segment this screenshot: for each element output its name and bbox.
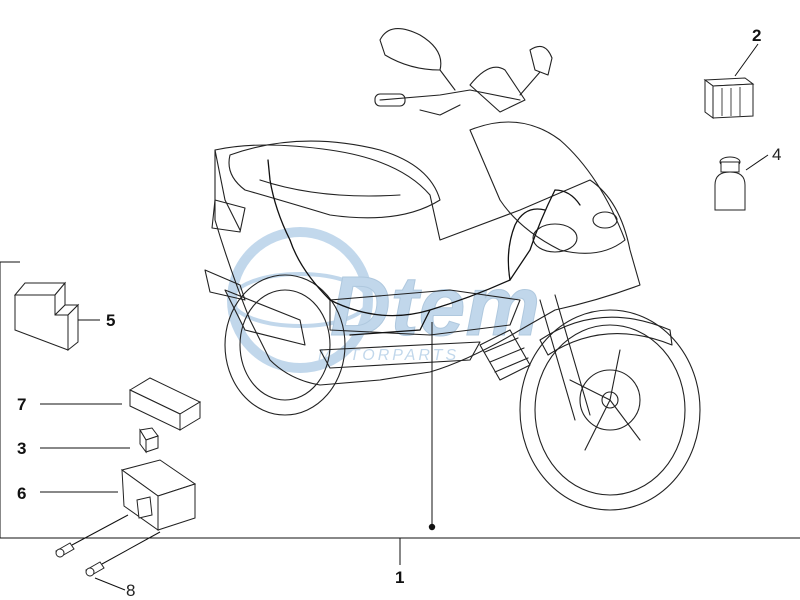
watermark-subtitle: MOTORPARTS — [318, 347, 459, 364]
part-7-flat-box — [40, 377, 202, 431]
part-3-fuse — [40, 427, 159, 454]
callout-2: 2 — [752, 26, 761, 45]
part-8-screws — [55, 514, 161, 591]
part-2-connector — [703, 43, 759, 119]
leader-1 — [428, 322, 436, 531]
assembly-bracket — [0, 261, 800, 565]
callout-4: 4 — [772, 145, 781, 164]
callout-3: 3 — [17, 439, 26, 458]
wiring-harness — [267, 159, 581, 336]
callout-6: 6 — [17, 484, 26, 503]
part-6-fuse-box — [40, 459, 197, 531]
part-5-rubber-block — [13, 281, 100, 352]
scooter-drawing — [204, 28, 701, 511]
callout-7: 7 — [17, 395, 26, 414]
callout-1: 1 — [395, 568, 404, 587]
part-4-cap — [714, 154, 769, 211]
callout-5: 5 — [106, 311, 115, 330]
callout-8: 8 — [126, 581, 135, 600]
watermark-brand: Dtem — [330, 259, 540, 353]
watermark: Dtem MOTORPARTS — [227, 227, 541, 373]
